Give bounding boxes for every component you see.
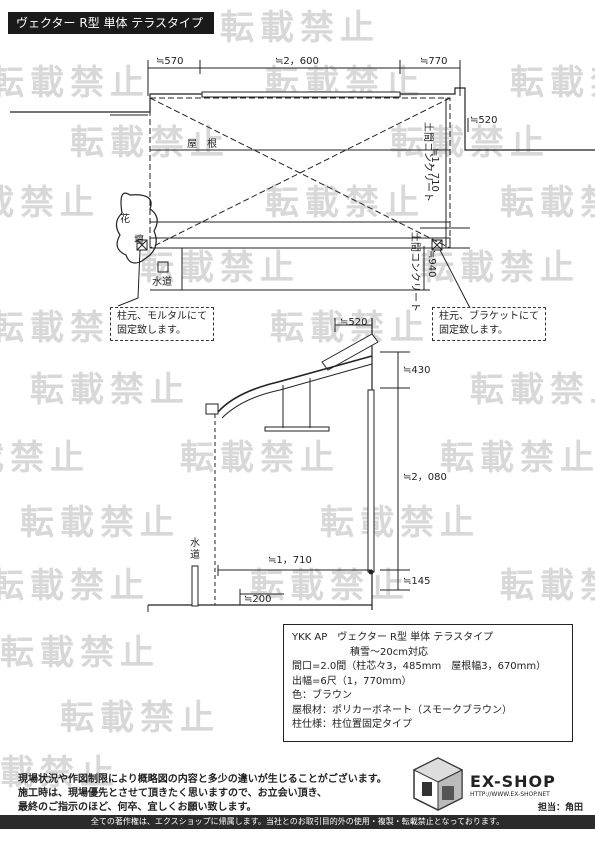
spec-line: 柱仕様：柱位置固定タイプ	[292, 719, 412, 730]
spec-line: YKK AP ヴェクター R型 単体 テラスタイプ	[292, 632, 494, 643]
dim-left: ≒570	[156, 56, 183, 67]
watermark: 転載禁止	[0, 183, 100, 223]
elev-dim-depth: ≒1，710	[268, 555, 312, 566]
elevation-view	[147, 318, 410, 612]
concrete-label-bottom: 土間コンクリート	[409, 232, 422, 312]
watermark: 転載禁止	[180, 438, 340, 478]
footer-line: 現場状況や作図制限により概略図の内容と多少の違いが生じることがございます。	[18, 774, 387, 785]
watermark: 転載禁止	[265, 183, 425, 223]
flower-bed-label-bottom: 壇	[134, 233, 144, 246]
elev-water-label: 水	[190, 537, 200, 549]
watermark: 転載禁止	[250, 566, 410, 606]
spec-box: YKK AP ヴェクター R型 単体 テラスタイプ 積雪～20cm対応 間口=2…	[283, 624, 573, 742]
elev-curved-rafter	[217, 355, 373, 413]
elev-post-base	[368, 569, 374, 575]
footer-disclaimer: 現場状況や作図制限により概略図の内容と多少の違いが生じることがございます。 施工…	[18, 773, 387, 815]
brand-name: EX-SHOP	[470, 772, 556, 791]
water-tap	[157, 261, 169, 273]
watermark: 転載禁止	[0, 438, 90, 478]
dim-bottom: ≒940	[426, 250, 437, 277]
watermark: 転載禁止	[60, 698, 220, 738]
spec-line: 積雪～20cm対応	[350, 646, 428, 658]
roof-label: 屋 根	[187, 137, 217, 150]
note-right-line: 固定致します。	[439, 325, 508, 336]
watermark: 転載禁止	[440, 438, 595, 478]
spec-line: 間口=2.0間（柱芯々3，485mm 屋根幅3，670mm）	[292, 661, 547, 672]
elev-post	[367, 389, 375, 573]
note-right-line: 柱元、ブラケットにて	[439, 311, 539, 322]
note-left: 柱元、モルタルにて 固定致します。	[110, 307, 214, 341]
page-title: ヴェクター R型 単体 テラスタイプ	[8, 12, 214, 34]
note-right: 柱元、ブラケットにて 固定致します。	[432, 307, 546, 341]
elev-dim-height: ≒2，080	[403, 472, 447, 483]
flower-bed-outline	[115, 192, 158, 264]
leader-right	[439, 249, 471, 312]
window-sash	[201, 91, 401, 98]
leader-left	[117, 249, 141, 307]
elev-water-pipe	[191, 565, 199, 607]
note-left-line: 柱元、モルタルにて	[117, 311, 207, 322]
watermark: 転載禁止	[20, 503, 180, 543]
watermark: 転載禁止	[470, 370, 595, 410]
note-left-line: 固定致します。	[117, 325, 186, 336]
spec-line: 出幅=6尺（1，770mm）	[292, 675, 412, 687]
ex-shop-logo-icon	[412, 757, 464, 811]
elev-curved-rafter-inner	[221, 363, 373, 419]
dim-width: ≒2，600	[275, 56, 319, 67]
flower-bed-label-top: 花	[120, 212, 130, 225]
plan-view	[10, 60, 595, 312]
watermark: 転載禁止	[220, 8, 380, 48]
dim-right: ≒770	[420, 56, 447, 67]
dim-side: ≒520	[470, 115, 497, 126]
dim-depth: ≒1，710	[429, 148, 440, 192]
plan-labels: ≒570 ≒2，600 ≒770 ≒520 屋 根 花 壇 水道 土間コンクリー…	[120, 56, 497, 312]
elev-dim-eave: ≒430	[403, 365, 430, 376]
elev-dim-base: ≒200	[244, 594, 271, 605]
water-label: 水道	[152, 275, 172, 288]
footer-line: 施工時は、現場優先とさせて頂きたく思いますので、お立会い頂き、	[18, 788, 327, 799]
watermark: 転載禁止	[390, 123, 550, 163]
elev-dim-top: ≒520	[340, 317, 367, 328]
post-right	[431, 239, 443, 251]
elevation-labels: ≒520 ≒430 ≒2，080 ≒1，710 ≒145 ≒200 水 道	[190, 317, 447, 605]
copyright-bar: 全ての著作権は、エクスショップに帰属します。当社とのお取引目的外の使用・複製・転…	[0, 815, 595, 829]
watermark: 転載禁止	[320, 503, 480, 543]
spec-line: 屋根材：ポリカーボネート（スモークブラウン）	[292, 704, 512, 716]
elev-drying-bar	[264, 426, 330, 432]
diagonal-brace	[149, 97, 451, 249]
front-gutter	[149, 237, 451, 249]
brand-url: HTTP://WWW.EX-SHOP.NET	[470, 791, 550, 798]
watermark: 転載禁止	[500, 566, 595, 606]
elev-roof-panel	[321, 333, 379, 371]
post-mark	[136, 239, 148, 251]
elev-water-label: 道	[190, 548, 200, 561]
watermark: 転載禁止	[0, 753, 120, 793]
house-wall	[10, 87, 595, 151]
watermark: 転載禁止	[270, 308, 430, 348]
watermark: 転載禁止	[0, 566, 150, 606]
watermark: 転載禁止	[0, 633, 160, 673]
watermark: 転載禁止	[140, 248, 300, 288]
spec-line: 色：ブラウン	[292, 690, 352, 701]
elev-gutter	[205, 403, 219, 415]
watermark: 転載禁止	[510, 63, 595, 103]
concrete-label-top: 土間コンクリート	[422, 122, 435, 202]
watermark: 転載禁止	[500, 183, 595, 223]
footer-line: 最終のご指示のほど、何卒、宜しくお願い致します。	[18, 802, 257, 813]
watermark: 転載禁止	[0, 63, 150, 103]
post-left	[136, 239, 148, 251]
person-in-charge: 担当：角田	[538, 803, 584, 813]
watermark: 転載禁止	[420, 248, 580, 288]
watermark: 転載禁止	[70, 123, 230, 163]
watermark: 転載禁止	[30, 370, 190, 410]
elev-dim-bottom: ≒145	[403, 576, 430, 587]
